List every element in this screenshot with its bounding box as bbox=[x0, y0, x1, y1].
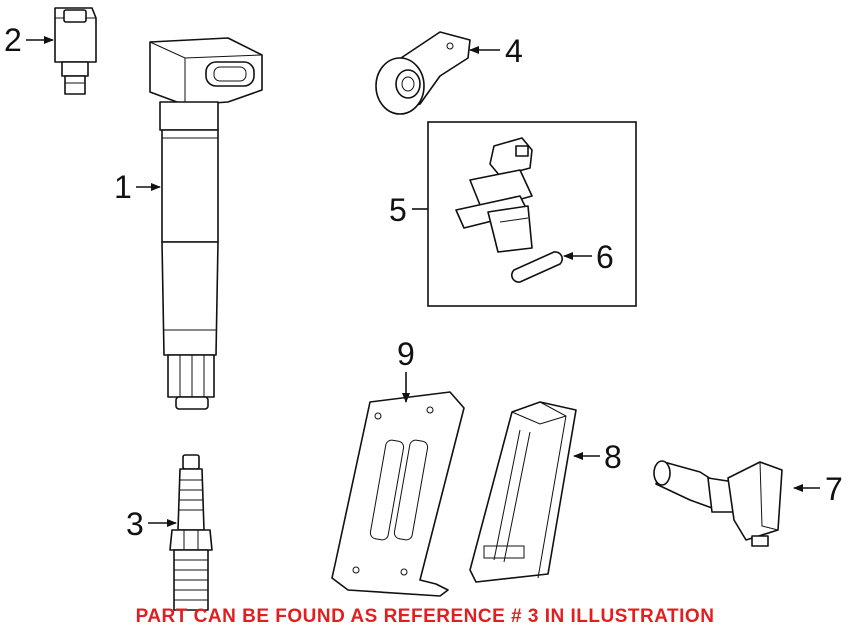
connector-sensor bbox=[54, 7, 97, 95]
callout-9: 9 bbox=[397, 336, 415, 372]
callout-4: 4 bbox=[505, 33, 523, 69]
o-ring bbox=[510, 251, 564, 283]
callout-7: 7 bbox=[825, 471, 843, 507]
callout-1: 1 bbox=[114, 169, 132, 205]
reference-note: PART CAN BE FOUND AS REFERENCE # 3 IN IL… bbox=[135, 606, 715, 627]
callout-3: 3 bbox=[126, 506, 144, 542]
callout-6: 6 bbox=[596, 239, 614, 275]
callout-8: 8 bbox=[604, 439, 622, 475]
part-group-box bbox=[427, 121, 637, 307]
spark-plug bbox=[169, 454, 213, 611]
ignition-coil bbox=[149, 37, 263, 410]
callout-5: 5 bbox=[389, 192, 407, 228]
control-module bbox=[469, 401, 577, 583]
crank-position-sensor bbox=[653, 460, 783, 547]
callout-2: 2 bbox=[4, 22, 22, 58]
knock-sensor bbox=[375, 31, 471, 115]
camshaft-sensor bbox=[455, 137, 533, 253]
callout-arrows bbox=[26, 36, 820, 527]
mounting-bracket bbox=[331, 391, 465, 597]
